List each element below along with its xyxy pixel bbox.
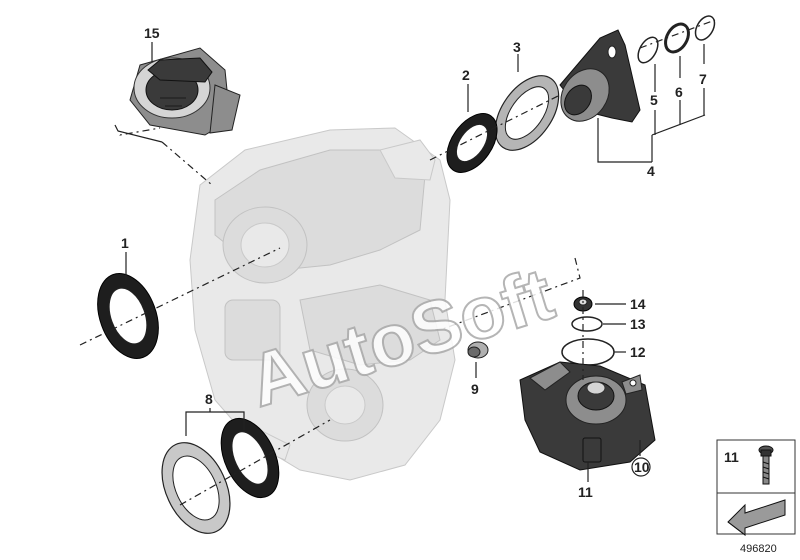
- output-flange: [559, 29, 641, 123]
- callout-2: 2: [462, 67, 470, 83]
- callout-10: 10: [634, 459, 650, 475]
- callout-11: 11: [578, 484, 593, 500]
- part-2-shaft-seal: [446, 113, 498, 173]
- leader-lines: [79, 19, 716, 506]
- callout-7: 7: [699, 71, 707, 87]
- transfer-case-housing: [189, 127, 456, 481]
- actuator-motor: [519, 361, 656, 471]
- part-8-seal-front: [161, 442, 231, 534]
- callout-9: 9: [471, 381, 479, 397]
- callout-5: 5: [650, 92, 658, 108]
- bolt-icon: [758, 445, 774, 485]
- part-15-sleeve: [129, 47, 241, 136]
- callout-3: 3: [513, 39, 521, 55]
- arrow-icon: [727, 499, 786, 537]
- part-14-nut: [573, 296, 593, 312]
- callout-8: 8: [205, 391, 213, 407]
- part-3-seal: [494, 75, 560, 151]
- callout-4: 4: [647, 163, 655, 179]
- part-6-ring: [664, 22, 690, 54]
- part-12-oring: [561, 338, 615, 366]
- part-5-ring: [637, 36, 659, 64]
- part-1-seal: [97, 273, 159, 359]
- callout-6: 6: [675, 84, 683, 100]
- callout-12: 12: [630, 344, 646, 360]
- callout-15: 15: [144, 25, 160, 41]
- callout-1: 1: [121, 235, 129, 251]
- part-7-ring: [694, 15, 716, 41]
- legend-box: 11: [716, 439, 796, 537]
- callout-10-circle: [631, 457, 651, 477]
- part-9-plug: [467, 341, 489, 359]
- callout-14: 14: [630, 296, 646, 312]
- legend-label-11: 11: [724, 449, 739, 465]
- diagram-number: 496820: [740, 543, 777, 555]
- callout-13: 13: [630, 316, 646, 332]
- part-13-oring: [571, 316, 603, 332]
- callout-labels: 15 3 2 5 6 7 4 1 14 13 12 9 8 11 10: [121, 25, 707, 500]
